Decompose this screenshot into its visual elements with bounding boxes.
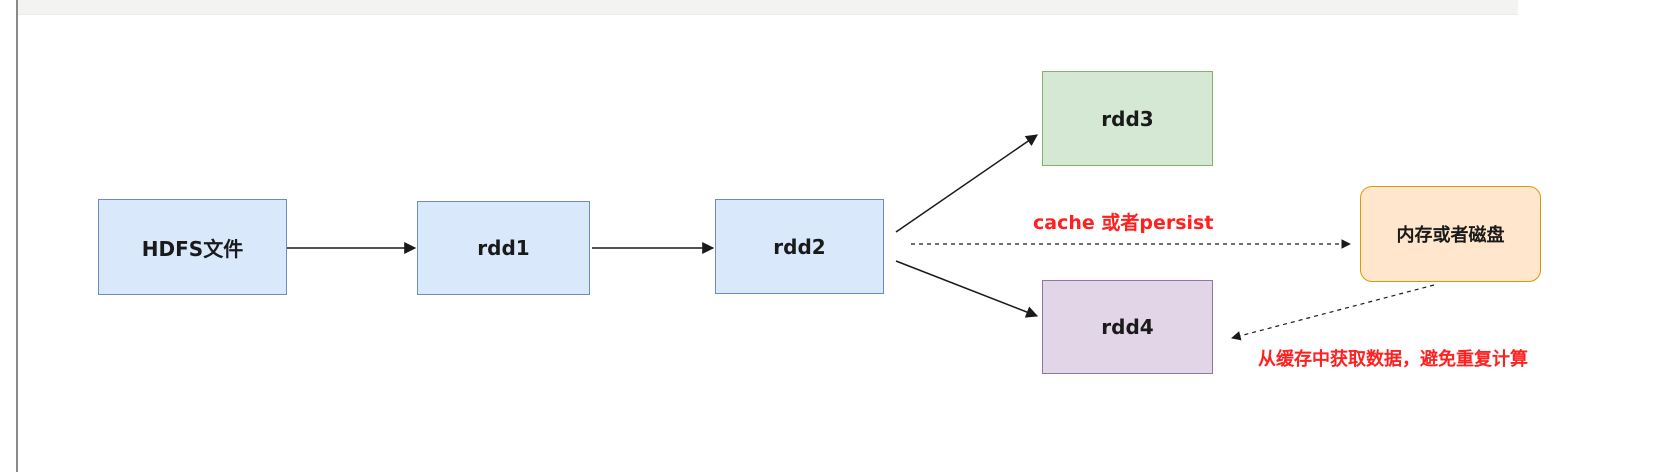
edge-storage-rdd4 [1231,284,1435,341]
node-rdd2-label: rdd2 [773,234,826,259]
node-rdd1: rdd1 [417,201,590,295]
cache-persist-label: cache 或者persist [1033,212,1214,234]
edge-rdd2-rdd4 [895,260,1039,318]
top-strip [18,0,1518,15]
node-rdd4-label: rdd4 [1101,315,1154,339]
node-rdd4: rdd4 [1042,280,1213,374]
node-hdfs-file: HDFS文件 [98,199,287,295]
edge-rdd2-rdd3 [895,134,1038,233]
node-storage-label: 内存或者磁盘 [1396,225,1505,246]
fetch-from-cache-label: 从缓存中获取数据，避免重复计算 [1258,349,1528,370]
node-rdd3: rdd3 [1042,71,1213,166]
node-rdd2: rdd2 [715,199,884,294]
left-border [16,0,18,472]
node-hdfs-label: HDFS文件 [141,236,244,261]
node-rdd3-label: rdd3 [1101,106,1154,131]
node-memory-or-disk: 内存或者磁盘 [1360,186,1541,282]
node-rdd1-label: rdd1 [477,236,530,260]
